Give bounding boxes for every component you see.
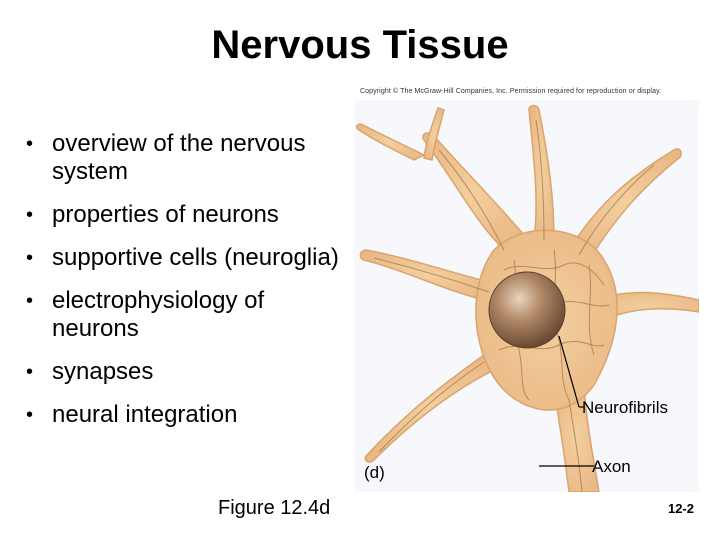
neurofibrils-label: Neurofibrils <box>582 398 668 417</box>
bullet-text: neural integration <box>52 401 238 428</box>
bullet-text: electrophysiology of neurons <box>52 287 265 342</box>
bullet-item: • neural integration <box>26 401 362 429</box>
bullet-item: • electrophysiology of neurons <box>26 287 322 343</box>
nucleus <box>488 271 566 349</box>
bullet-text: supportive cells (neuroglia) <box>52 244 339 271</box>
bullet-dot-icon: • <box>26 404 34 426</box>
bullet-item: • synapses <box>26 358 362 386</box>
bullet-dot-icon: • <box>26 290 34 312</box>
bullet-text: overview of the nervous system <box>52 130 306 185</box>
figure-caption: Figure 12.4d <box>218 497 331 519</box>
bullet-item: • properties of neurons <box>26 201 362 229</box>
bullet-text: synapses <box>52 358 154 385</box>
bullet-dot-icon: • <box>26 361 34 383</box>
slide-title: Nervous Tissue <box>211 23 509 67</box>
neuron-illustration <box>354 100 699 492</box>
figure-part-label: (d) <box>364 463 385 482</box>
bullet-list: • overview of the nervous system • propert… <box>26 130 362 444</box>
neuron-drawing <box>356 104 699 492</box>
page-number: 12-2 <box>667 501 694 516</box>
label-leader-lines <box>539 335 594 467</box>
copyright-notice: Copyright © The McGraw-Hill Companies, I… <box>360 88 662 95</box>
bullet-dot-icon: • <box>26 133 34 155</box>
bullet-item: • overview of the nervous system <box>26 130 362 186</box>
bullet-text: properties of neurons <box>52 201 279 228</box>
bullet-column: • overview of the nervous system • propert… <box>26 130 362 444</box>
axon-label: Axon <box>592 457 631 476</box>
bullet-item: • supportive cells (neuroglia) <box>26 244 362 272</box>
bullet-dot-icon: • <box>26 247 34 269</box>
bullet-dot-icon: • <box>26 204 34 226</box>
